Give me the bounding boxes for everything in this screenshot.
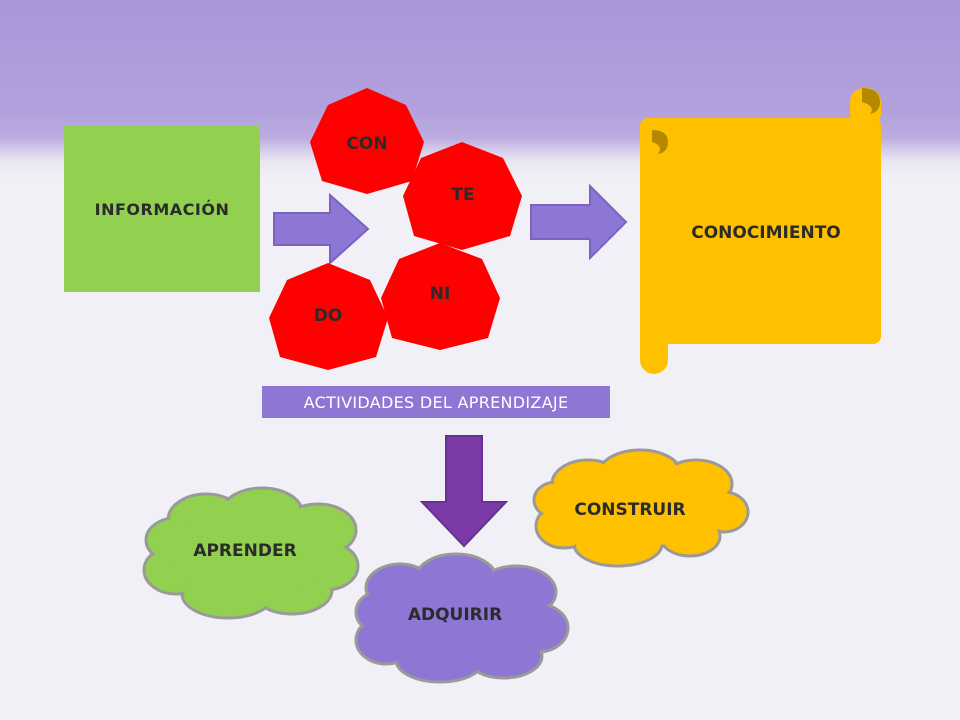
activity-acquire: ADQUIRIR: [408, 605, 502, 625]
knowledge-scroll: CONOCIMIENTO: [640, 88, 881, 374]
cloud-build: CONSTRUIR: [532, 448, 750, 568]
activities-label-box: ACTIVIDADES DEL APRENDIZAJE: [262, 386, 610, 418]
heptagon-do: DO: [269, 263, 388, 370]
syllable-do: DO: [314, 306, 343, 326]
heptagon-ni: NI: [381, 243, 500, 350]
arrow-right-2: [530, 183, 628, 261]
activity-learn: APRENDER: [193, 541, 296, 561]
arrow-right-1: [273, 192, 370, 266]
activities-label: ACTIVIDADES DEL APRENDIZAJE: [303, 392, 569, 412]
arrow-down: [419, 435, 509, 548]
heptagon-te: TE: [403, 142, 522, 250]
information-label: INFORMACIÓN: [94, 199, 230, 219]
heptagon-con: CON: [310, 88, 424, 194]
information-box: INFORMACIÓN: [64, 126, 260, 292]
syllable-con: CON: [346, 134, 387, 154]
syllable-ni: NI: [430, 284, 451, 304]
cloud-acquire: ADQUIRIR: [354, 552, 570, 684]
activity-build: CONSTRUIR: [574, 500, 685, 520]
syllable-te: TE: [451, 185, 474, 205]
cloud-learn: APRENDER: [142, 486, 360, 620]
knowledge-label: CONOCIMIENTO: [691, 223, 841, 243]
